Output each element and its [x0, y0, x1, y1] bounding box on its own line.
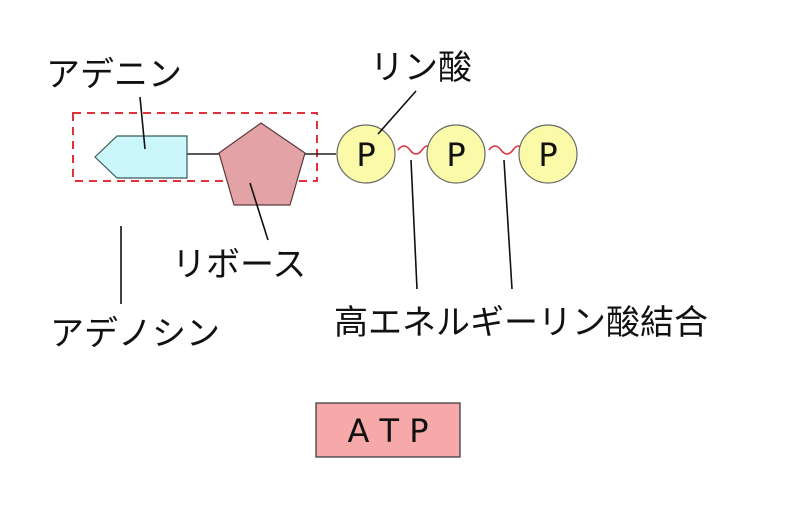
- phosphate-3: P: [518, 124, 578, 184]
- bond-leader-1: [410, 159, 418, 290]
- atp-title: A T P: [347, 412, 428, 450]
- adenosine-box: [72, 112, 318, 182]
- ribose-shape: [218, 122, 306, 206]
- atp-box: [315, 402, 461, 458]
- ribose-leader: [249, 182, 269, 241]
- phosphate-leader: [377, 90, 417, 135]
- phosphate-1: P: [336, 124, 396, 184]
- phosphate-label: リン酸: [370, 48, 472, 88]
- adenine-label: アデニン: [46, 55, 182, 95]
- phosphate-2-label: P: [446, 136, 465, 174]
- adenine-shape: [94, 135, 188, 179]
- phosphate-1-label: P: [356, 136, 375, 174]
- high-energy-bond-2: [488, 145, 522, 155]
- ribose-label: リボース: [172, 245, 306, 285]
- high-energy-bond-1: [397, 145, 431, 155]
- adenosine-label: アデノシン: [50, 314, 220, 354]
- adenine-leader: [139, 96, 146, 150]
- phosphate-2: P: [426, 124, 486, 184]
- phosphate-3-label: P: [538, 136, 557, 174]
- bond-leader-2: [503, 159, 513, 290]
- high-energy-bond-label: 高エネルギーリン酸結合: [334, 303, 708, 343]
